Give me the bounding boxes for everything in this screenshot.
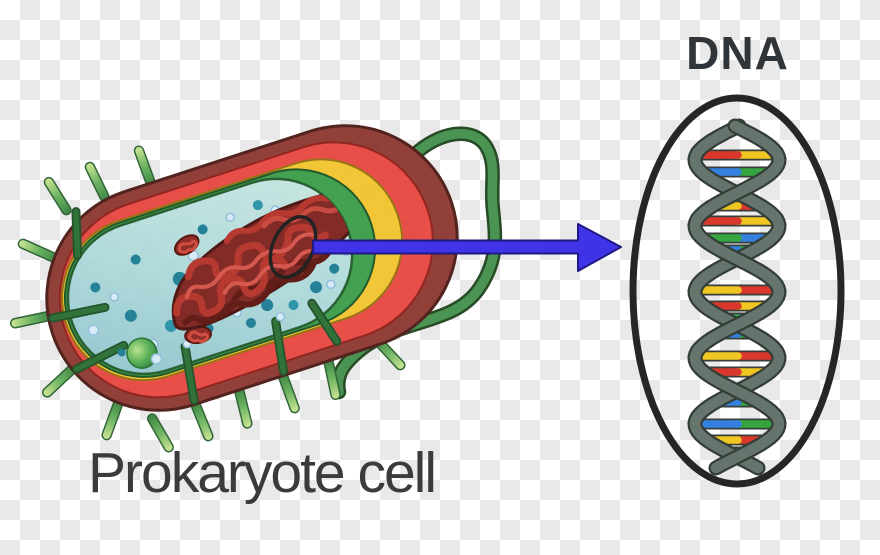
prokaryote-cell — [9, 124, 459, 453]
prokaryote-cell-label: Prokaryote cell — [88, 441, 437, 505]
nucleoid-highlight-ellipse — [268, 215, 318, 279]
granule — [126, 337, 163, 369]
nucleoid — [171, 190, 363, 331]
dna-magnifier-ellipse — [629, 94, 845, 488]
dna-label: DNA — [686, 27, 789, 79]
zoom-arrow-icon — [312, 223, 622, 272]
plasmid — [184, 325, 212, 345]
plasmid — [173, 234, 200, 256]
dna-helix — [687, 118, 787, 476]
pili-anchors — [48, 207, 342, 405]
